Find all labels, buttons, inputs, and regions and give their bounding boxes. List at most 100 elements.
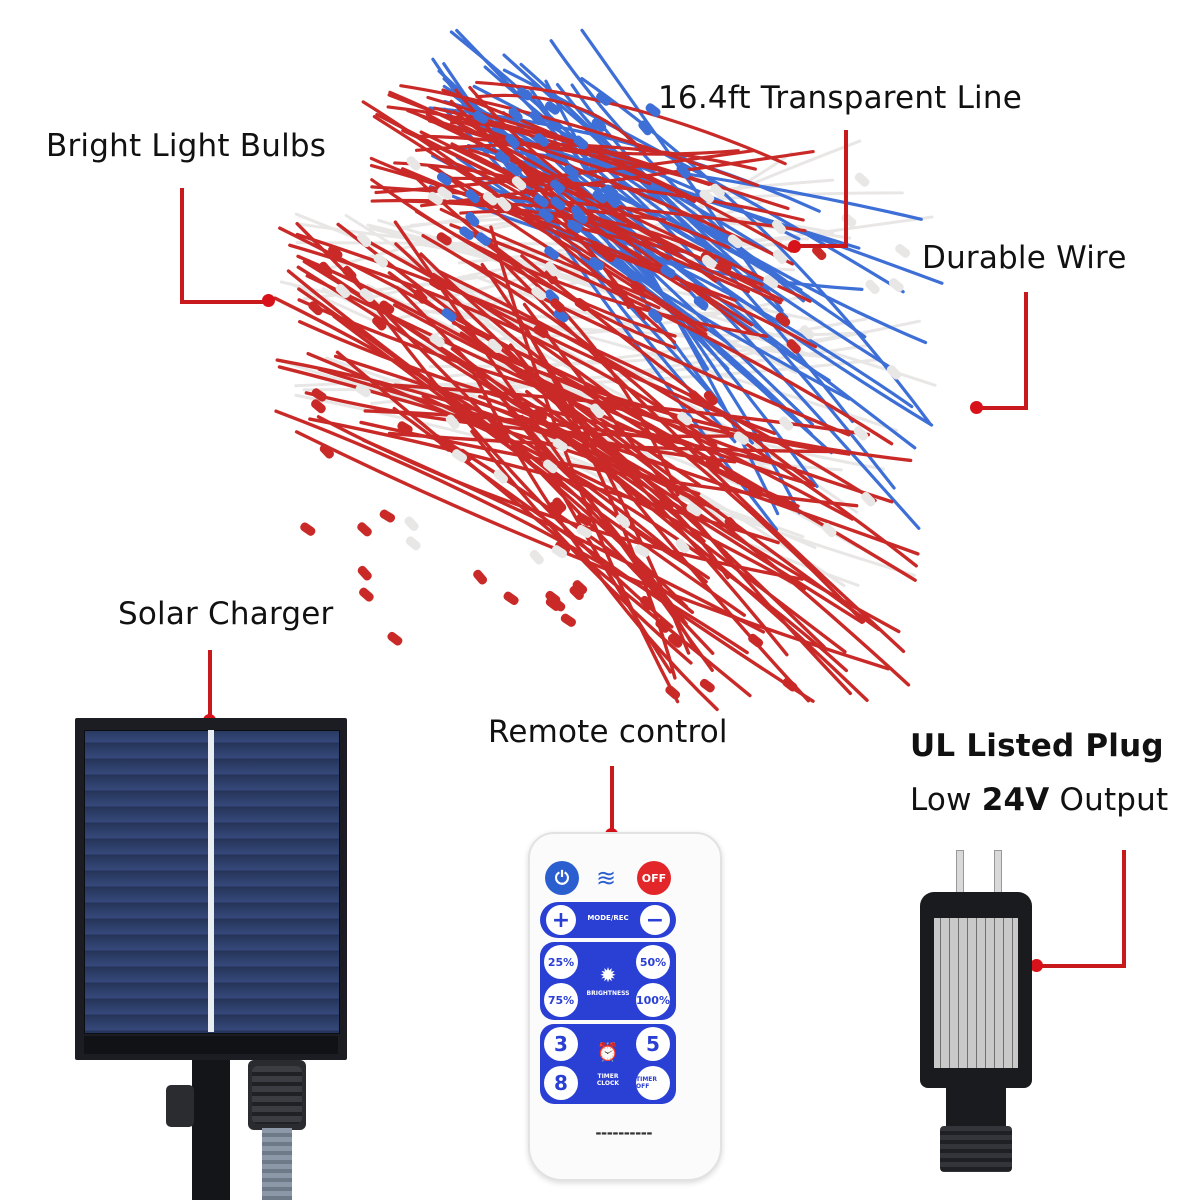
- led-bulb: [701, 254, 717, 269]
- led-bulb: [569, 585, 584, 601]
- timer-off-button[interactable]: TIMER OFF: [636, 1066, 670, 1100]
- low-voltage-output-label: Low 24V Output: [910, 782, 1168, 818]
- led-bulb: [437, 186, 453, 201]
- led-bulb: [596, 92, 612, 106]
- charger-cable: [262, 1128, 292, 1200]
- plus-button[interactable]: +: [546, 905, 576, 935]
- led-bulb: [533, 194, 549, 208]
- led-bulb: [710, 183, 725, 198]
- brightness-25-button[interactable]: 25%: [544, 945, 578, 979]
- led-bulb: [552, 497, 567, 513]
- output-voltage: 24V: [981, 782, 1050, 818]
- led-bulb: [497, 196, 512, 212]
- wire-strand: [415, 177, 677, 350]
- durable-leader-h: [978, 406, 1028, 410]
- led-bulb: [404, 516, 419, 532]
- led-bulb: [465, 189, 480, 204]
- wire-strand: [544, 79, 710, 371]
- wire-strand: [336, 222, 881, 631]
- power-button[interactable]: ⏻: [545, 861, 579, 895]
- wire-strand: [388, 90, 717, 283]
- timer-8-button[interactable]: 8: [544, 1066, 578, 1100]
- wire-strand: [419, 252, 796, 510]
- led-bulb: [639, 595, 655, 611]
- led-bulb: [505, 133, 520, 149]
- led-bulb: [688, 390, 704, 405]
- plug-leader-h: [1038, 964, 1126, 968]
- led-bulb: [373, 253, 389, 268]
- timer-5-button[interactable]: 5: [636, 1027, 670, 1061]
- led-bulb: [782, 677, 798, 692]
- wire-strand: [413, 242, 798, 375]
- brightness-100-button[interactable]: 100%: [636, 983, 670, 1017]
- timer-3-button[interactable]: 3: [544, 1027, 578, 1061]
- led-bulb: [547, 501, 564, 516]
- wire-strand: [471, 232, 680, 497]
- led-bulb: [677, 411, 693, 426]
- led-bulb: [724, 516, 739, 532]
- led-bulb: [328, 245, 343, 260]
- led-bulb: [359, 587, 374, 602]
- led-bulb: [308, 301, 323, 316]
- led-bulb: [507, 162, 522, 177]
- wire-strand: [450, 142, 670, 261]
- led-bulb: [590, 403, 605, 419]
- led-bulb: [861, 492, 876, 507]
- led-bulb: [748, 633, 764, 648]
- brightness-75-button[interactable]: 75%: [544, 983, 578, 1017]
- led-bulb: [605, 193, 620, 209]
- transparent-leader-v: [844, 130, 848, 248]
- off-button[interactable]: OFF: [637, 861, 671, 895]
- led-bulb: [311, 388, 327, 402]
- led-bulb: [379, 509, 396, 523]
- led-bulb: [543, 269, 558, 285]
- wire-strand: [370, 185, 807, 233]
- remote-control-label: Remote control: [488, 714, 728, 750]
- wire-strand: [580, 28, 784, 313]
- wire-strand: [461, 258, 851, 437]
- led-bulb: [553, 309, 569, 323]
- led-bulb: [634, 544, 650, 558]
- solar-panel-edge: [84, 1036, 338, 1054]
- wire-strand: [361, 438, 766, 634]
- led-bulb: [779, 416, 794, 431]
- led-bulb: [574, 297, 590, 312]
- led-bulb: [572, 210, 588, 224]
- led-bulb: [703, 390, 718, 406]
- wire-strand: [508, 343, 811, 703]
- led-bulb: [560, 613, 576, 627]
- wire-strand: [308, 417, 780, 545]
- led-bulb: [676, 163, 691, 179]
- wire-strand: [537, 141, 706, 291]
- minus-button[interactable]: −: [640, 905, 670, 935]
- led-bulb: [372, 316, 387, 331]
- remote-leader-v: [610, 766, 614, 834]
- led-bulb: [655, 618, 670, 633]
- led-bulb: [493, 469, 509, 484]
- wire-strand: [297, 320, 676, 441]
- solar-panel-divider: [208, 730, 214, 1032]
- wire-strand: [439, 176, 805, 222]
- power-icon: ⏻: [554, 867, 570, 889]
- led-bulb: [775, 312, 791, 327]
- led-bulb: [699, 189, 715, 204]
- led-bulb: [379, 300, 395, 315]
- led-bulb: [529, 549, 544, 565]
- led-bulb: [427, 191, 443, 206]
- led-bulb: [616, 259, 631, 274]
- led-bulb: [567, 219, 583, 234]
- connector-thread: [252, 1066, 302, 1124]
- led-bulb: [822, 522, 837, 538]
- wire-strand: [441, 88, 793, 253]
- led-bulb: [387, 631, 403, 646]
- brightness-50-button[interactable]: 50%: [636, 945, 670, 979]
- wire-strand: [361, 100, 676, 344]
- led-bulb: [508, 107, 523, 122]
- led-bulb: [544, 246, 560, 260]
- led-bulb: [472, 110, 489, 124]
- led-bulb: [705, 456, 720, 471]
- led-bulb: [603, 184, 619, 199]
- solar-leader-v: [208, 650, 212, 718]
- led-bulb: [615, 513, 631, 529]
- wire-strand: [274, 409, 749, 655]
